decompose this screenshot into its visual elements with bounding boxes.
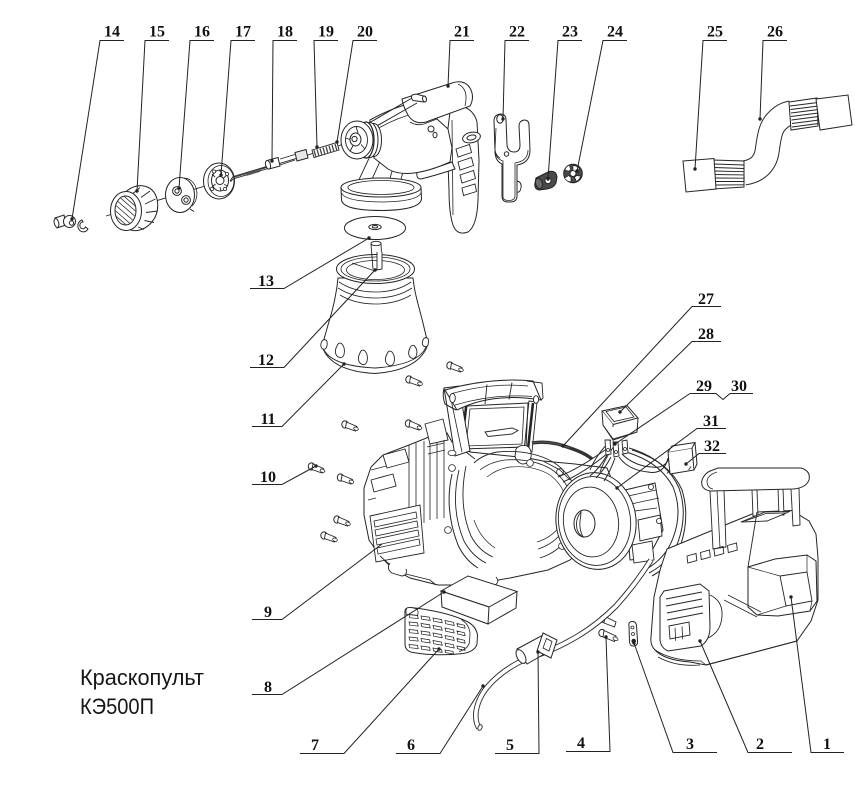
svg-text:20: 20	[357, 24, 373, 41]
svg-text:10: 10	[260, 469, 276, 486]
svg-text:4: 4	[577, 735, 585, 752]
svg-text:11: 11	[260, 411, 275, 428]
svg-text:22: 22	[509, 24, 525, 41]
svg-text:КЭ500П: КЭ500П	[80, 694, 154, 719]
svg-text:24: 24	[607, 24, 623, 41]
svg-text:6: 6	[407, 737, 415, 754]
svg-text:13: 13	[258, 273, 274, 290]
svg-text:15: 15	[149, 24, 165, 41]
svg-text:Краскопульт: Краскопульт	[80, 665, 204, 690]
svg-text:26: 26	[767, 24, 783, 41]
svg-text:9: 9	[264, 604, 272, 621]
svg-text:1: 1	[823, 736, 831, 753]
svg-text:16: 16	[194, 24, 210, 41]
svg-text:23: 23	[562, 24, 578, 41]
svg-text:29: 29	[696, 378, 712, 395]
svg-text:32: 32	[704, 438, 720, 455]
svg-text:7: 7	[311, 737, 319, 754]
svg-text:12: 12	[258, 352, 274, 369]
svg-text:17: 17	[235, 24, 251, 41]
svg-text:27: 27	[698, 291, 714, 308]
svg-text:31: 31	[703, 413, 719, 430]
svg-text:30: 30	[731, 378, 747, 395]
svg-text:25: 25	[707, 24, 723, 41]
svg-text:2: 2	[756, 736, 764, 753]
svg-text:21: 21	[454, 24, 470, 41]
svg-text:3: 3	[686, 736, 694, 753]
svg-text:28: 28	[698, 326, 714, 343]
svg-text:5: 5	[506, 737, 514, 754]
svg-text:8: 8	[264, 679, 272, 696]
svg-text:19: 19	[318, 24, 334, 41]
svg-text:18: 18	[277, 24, 293, 41]
svg-text:14: 14	[104, 24, 120, 41]
